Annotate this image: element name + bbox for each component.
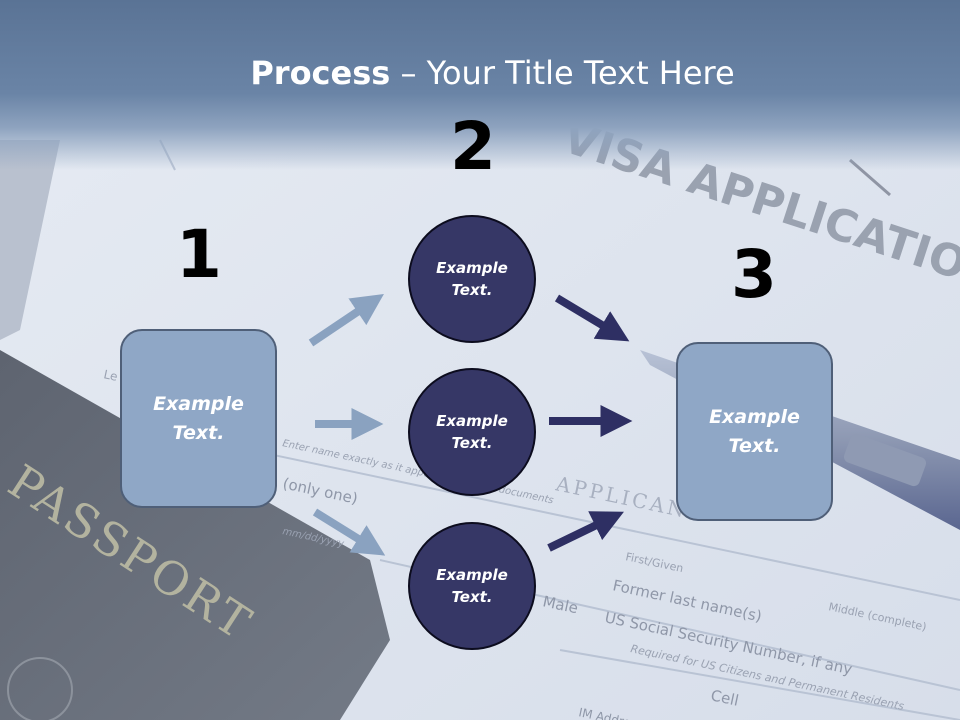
step-3-label-line1: Example: [709, 406, 800, 428]
step-1-label-line2: Text.: [172, 421, 225, 444]
title-strong: Process: [250, 54, 391, 92]
circle-bottom-label-line1: Example: [436, 565, 508, 584]
circle-middle-label-line2: Text.: [451, 434, 493, 452]
passport-shape: [0, 350, 390, 720]
passport-emblem: [7, 657, 73, 720]
circle-top-label-line2: Text.: [451, 281, 493, 299]
step-3-box[interactable]: Example Text.: [676, 342, 833, 521]
step-2-circle-middle[interactable]: Example Text.: [408, 368, 536, 496]
header-band: [0, 0, 960, 170]
bg-cell-text: Cell: [709, 686, 740, 709]
step-3-label-line2: Text.: [728, 434, 781, 457]
circle-top-label-line1: Example: [436, 258, 508, 277]
circle-bottom-label-line2: Text.: [451, 588, 493, 606]
step-number-1: 1: [176, 216, 222, 293]
title-rest: Your Title Text Here: [426, 54, 735, 92]
arrow-1-to-2a: [308, 293, 384, 347]
title-dash: –: [390, 54, 427, 92]
step-2-circle-top[interactable]: Example Text.: [408, 215, 536, 343]
step-2-circle-bottom[interactable]: Example Text.: [408, 522, 536, 650]
circle-middle-label-line1: Example: [436, 411, 508, 430]
arrow-2c-to-3: [547, 511, 624, 552]
step-1-label-line1: Example: [153, 393, 244, 415]
step-1-box[interactable]: Example Text.: [120, 329, 277, 508]
step-number-2: 2: [450, 108, 496, 185]
arrow-1-to-2c: [312, 508, 386, 556]
step-number-3: 3: [731, 236, 777, 313]
arrow-2a-to-3: [554, 294, 630, 342]
slide-title: Process – Your Title Text Here: [0, 54, 960, 92]
bg-le-text: Le: [102, 367, 118, 384]
paper-edge-shape: [0, 140, 60, 340]
